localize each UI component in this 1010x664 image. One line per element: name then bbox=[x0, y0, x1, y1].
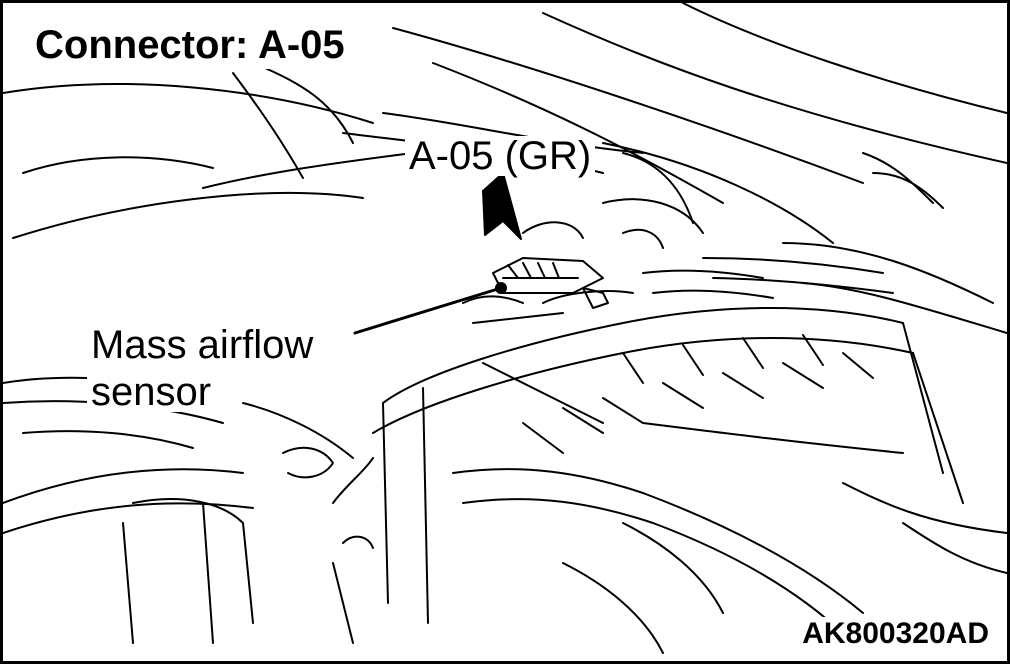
pointer-arrow-icon bbox=[482, 172, 522, 240]
sensor-label-line2: sensor bbox=[87, 372, 216, 412]
lower-components bbox=[3, 376, 1007, 654]
air-cleaner-box bbox=[372, 307, 964, 644]
intake-duct bbox=[342, 112, 894, 299]
sensor-connector bbox=[462, 257, 634, 324]
figure-code: AK800320AD bbox=[798, 617, 993, 651]
engine-bay-illustration bbox=[3, 3, 1007, 654]
sensor-label-line1: Mass airflow bbox=[87, 325, 318, 365]
page-title: Connector: A-05 bbox=[31, 23, 351, 69]
leader-line bbox=[353, 282, 507, 335]
fender-outline bbox=[3, 62, 414, 239]
connector-callout-label: A-05 (GR) bbox=[405, 136, 596, 176]
upper-body-lines bbox=[392, 3, 1007, 334]
